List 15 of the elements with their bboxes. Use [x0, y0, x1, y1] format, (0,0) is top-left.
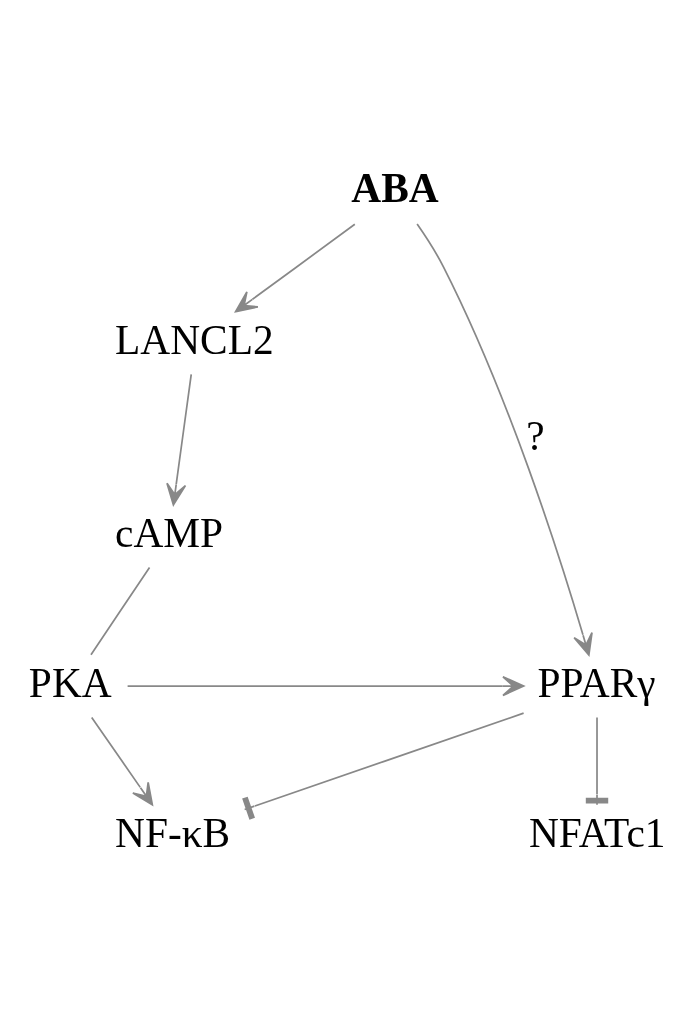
arrow	[234, 223, 356, 313]
arrow	[90, 716, 154, 806]
arrow	[416, 223, 593, 656]
edge-label: ?	[526, 413, 545, 460]
node-text: ABA	[351, 164, 439, 211]
node-text: NFATc1	[528, 809, 666, 856]
arrow	[166, 373, 193, 506]
node-text: cAMP	[115, 509, 224, 556]
node-text: PKA	[28, 659, 112, 706]
connector	[585, 716, 609, 806]
connector	[90, 566, 151, 656]
node-text: NF-κB	[115, 809, 231, 856]
arrow	[126, 675, 525, 697]
node-text: LANCL2	[115, 316, 274, 363]
node-text: PPARγ	[537, 659, 656, 706]
